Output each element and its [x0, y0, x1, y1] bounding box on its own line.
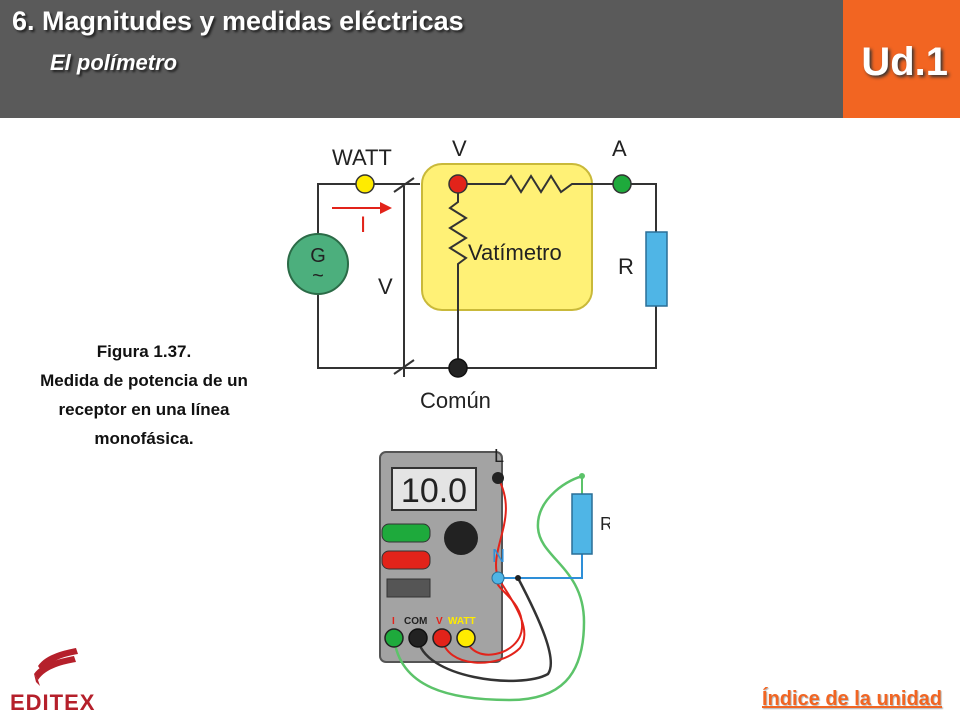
- load-resistor-label: R: [600, 514, 610, 534]
- current-label: I: [360, 212, 366, 237]
- editex-brand-text: EDITEX: [10, 690, 95, 714]
- resistor-label: R: [618, 254, 634, 279]
- meter-display: [391, 467, 477, 511]
- wattmeter-box: [421, 163, 593, 311]
- terminal-v: [448, 174, 468, 194]
- terminal-common: [448, 358, 468, 378]
- neutral-wire: [498, 548, 583, 579]
- v-label: V: [452, 136, 467, 161]
- line-n-terminal: [491, 571, 505, 585]
- green-cable: [392, 474, 586, 702]
- wattmeter-label: Vatímetro: [468, 240, 562, 265]
- meter-red-button: [381, 550, 431, 570]
- unit-index-link[interactable]: Índice de la unidad: [761, 688, 942, 710]
- terminal-watt: [355, 174, 375, 194]
- caption-line-1: Figura 1.37.: [96, 342, 192, 361]
- watt-label: WATT: [332, 145, 392, 170]
- terminal-i-label: I: [392, 616, 395, 627]
- caption-line-2: Medida de potencia de un: [40, 371, 248, 390]
- meter-terminal-i: [384, 628, 404, 648]
- load-resistor: [571, 493, 593, 555]
- meter-green-button: [381, 523, 431, 543]
- generator-ac-symbol: ~: [312, 265, 324, 287]
- line-l-terminal: [492, 472, 504, 484]
- unit-badge: Ud.1: [843, 0, 960, 118]
- header-bar: 6. Magnitudes y medidas eléctricas El po…: [0, 0, 843, 118]
- unit-label: Ud.1: [861, 40, 948, 84]
- page-title: 6. Magnitudes y medidas eléctricas: [12, 6, 464, 36]
- meter-dial: [444, 521, 478, 555]
- meter-panel: [386, 578, 431, 598]
- meter-terminal-watt: [456, 628, 476, 648]
- editex-logo: EDITEX: [10, 648, 95, 714]
- common-label: Común: [420, 388, 491, 413]
- caption-line-4: monofásica.: [94, 429, 194, 448]
- generator-symbol: [287, 233, 349, 295]
- resistor: [645, 231, 668, 307]
- generator-label: G: [310, 245, 326, 267]
- wattmeter-circuit-diagram: Vatímetro I G ~ V R WATT V A Común: [287, 136, 668, 413]
- terminal-v-label: V: [436, 616, 443, 627]
- multimeter-diagram: 10.0 I COM V WATT R L N: [379, 446, 610, 702]
- line-l-label: L: [494, 446, 504, 466]
- voltage-label: V: [378, 274, 393, 299]
- figure-caption: Figura 1.37. Medida de potencia de un re…: [4, 337, 284, 453]
- terminal-watt-label: WATT: [448, 616, 476, 627]
- voltage-coil: [448, 184, 468, 310]
- current-coil: [458, 174, 622, 194]
- page-subtitle: El polímetro: [50, 50, 178, 75]
- red-cable-2: [465, 577, 524, 656]
- black-cable: [416, 577, 553, 683]
- meter-terminal-v: [432, 628, 452, 648]
- meter-terminal-com: [408, 628, 428, 648]
- a-label: A: [612, 136, 627, 161]
- terminal-com-label: COM: [404, 616, 427, 627]
- terminal-a: [612, 174, 632, 194]
- caption-line-3: receptor en una línea: [58, 400, 230, 419]
- editex-book-icon: [34, 648, 78, 686]
- line-n-label: N: [492, 546, 505, 566]
- display-value: 10.0: [401, 472, 467, 510]
